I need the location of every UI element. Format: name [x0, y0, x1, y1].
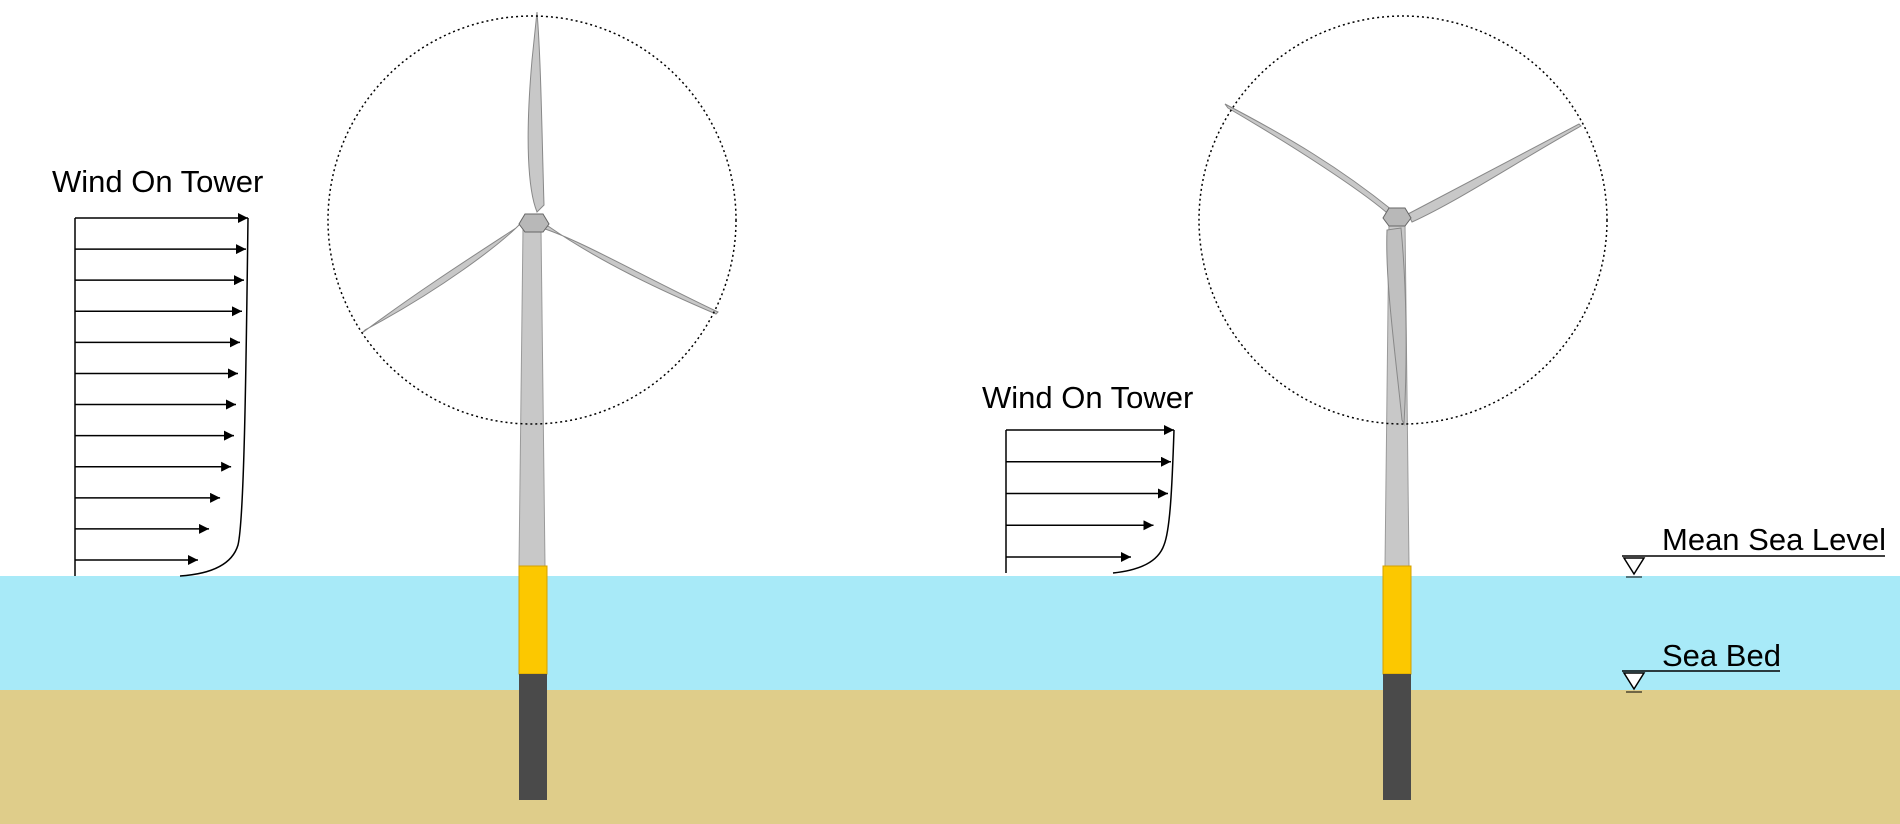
wind-profile-2-envelope — [1112, 429, 1175, 574]
mean-sea-level-symbol — [1622, 557, 1646, 576]
turbine-2-blade-upper-right — [1407, 123, 1582, 223]
wind-profile-1-envelope — [179, 217, 249, 577]
wind-profile-1-label: Wind On Tower — [52, 164, 263, 199]
sea-bed-symbol — [1622, 672, 1646, 691]
mean-sea-level-label: Mean Sea Level — [1662, 522, 1886, 557]
turbine-1-blade-lower-right — [540, 225, 719, 315]
turbine-1-rotor — [361, 11, 719, 334]
turbine-1 — [327, 11, 737, 800]
turbine-2-hub — [1382, 207, 1412, 227]
turbine-2-rotor — [1224, 103, 1582, 426]
turbine-2-blade-upper-left — [1224, 103, 1394, 213]
turbine-1-rotor-swept-area — [327, 15, 737, 425]
turbine-1-transition-piece — [518, 565, 548, 675]
turbine-1-blade-lower-left — [361, 221, 523, 334]
turbine-1-monopile — [519, 674, 547, 800]
wind-profile-1-arrows — [75, 213, 248, 565]
seabed-layer — [0, 690, 1900, 824]
mean-sea-level-marker: Mean Sea Level — [1622, 522, 1886, 578]
turbine-2-rotor-swept-area — [1198, 15, 1608, 425]
sea-layer — [0, 576, 1900, 690]
turbine-1-blade-up — [527, 11, 545, 213]
turbine-2-transition-piece — [1382, 565, 1412, 675]
turbine-2-monopile — [1383, 674, 1411, 800]
wind-profile-1: Wind On Tower — [52, 164, 263, 577]
sea-bed-label: Sea Bed — [1662, 638, 1781, 673]
turbine-1-tower — [518, 227, 546, 567]
turbine-2-blade-down — [1386, 227, 1407, 426]
wind-profile-2-label: Wind On Tower — [982, 380, 1193, 415]
turbine-1-hub — [518, 213, 550, 233]
wind-profile-2-arrows — [1006, 425, 1174, 562]
wind-profile-2: Wind On Tower — [982, 380, 1193, 574]
sea-bed-marker: Sea Bed — [1622, 638, 1781, 693]
turbine-2 — [1198, 15, 1608, 800]
